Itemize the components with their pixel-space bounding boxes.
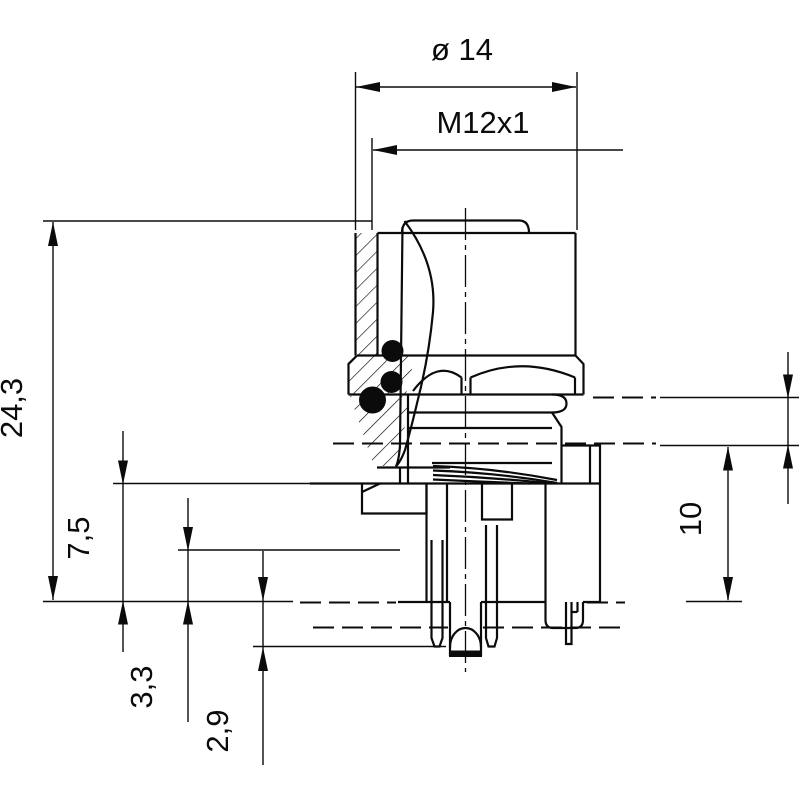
- rear-housing: [310, 444, 602, 604]
- lock-washer-curve: [432, 469, 558, 485]
- pin-right: [484, 525, 499, 648]
- dimension-overall-height: 24,3: [0, 220, 372, 603]
- dimension-thread-m12: M12x1: [371, 105, 623, 230]
- label-flange-height: 7,5: [61, 516, 96, 559]
- o-ring-2: [380, 371, 403, 393]
- label-diameter: ø 14: [431, 32, 493, 67]
- rear-contact-block: [544, 602, 585, 646]
- dimension-rear-depth: 10: [660, 444, 799, 603]
- o-ring-1: [381, 340, 404, 362]
- label-thread: M12x1: [436, 105, 529, 140]
- label-step-height: 3,3: [124, 665, 159, 708]
- pin-left: [430, 540, 444, 648]
- o-ring-3: [359, 386, 386, 414]
- lock-washer-curve: [432, 473, 553, 485]
- dimension-nut-offset: [660, 352, 799, 504]
- label-pin-protrusion: 2,9: [200, 709, 235, 752]
- dimension-flange-height: 7,5: [61, 431, 310, 652]
- label-overall-height: 24,3: [0, 378, 29, 438]
- dimension-step-height: 3,3: [124, 498, 400, 722]
- solder-pins: [430, 525, 585, 657]
- dimension-diameter-14: ø 14: [354, 32, 578, 230]
- label-rear-depth: 10: [673, 502, 708, 536]
- dimension-pin-protrusion: 2,9: [200, 551, 446, 765]
- o-ring-seals: [359, 340, 404, 414]
- washer-and-lower-body: [377, 393, 568, 485]
- hidden-lines: [300, 396, 656, 629]
